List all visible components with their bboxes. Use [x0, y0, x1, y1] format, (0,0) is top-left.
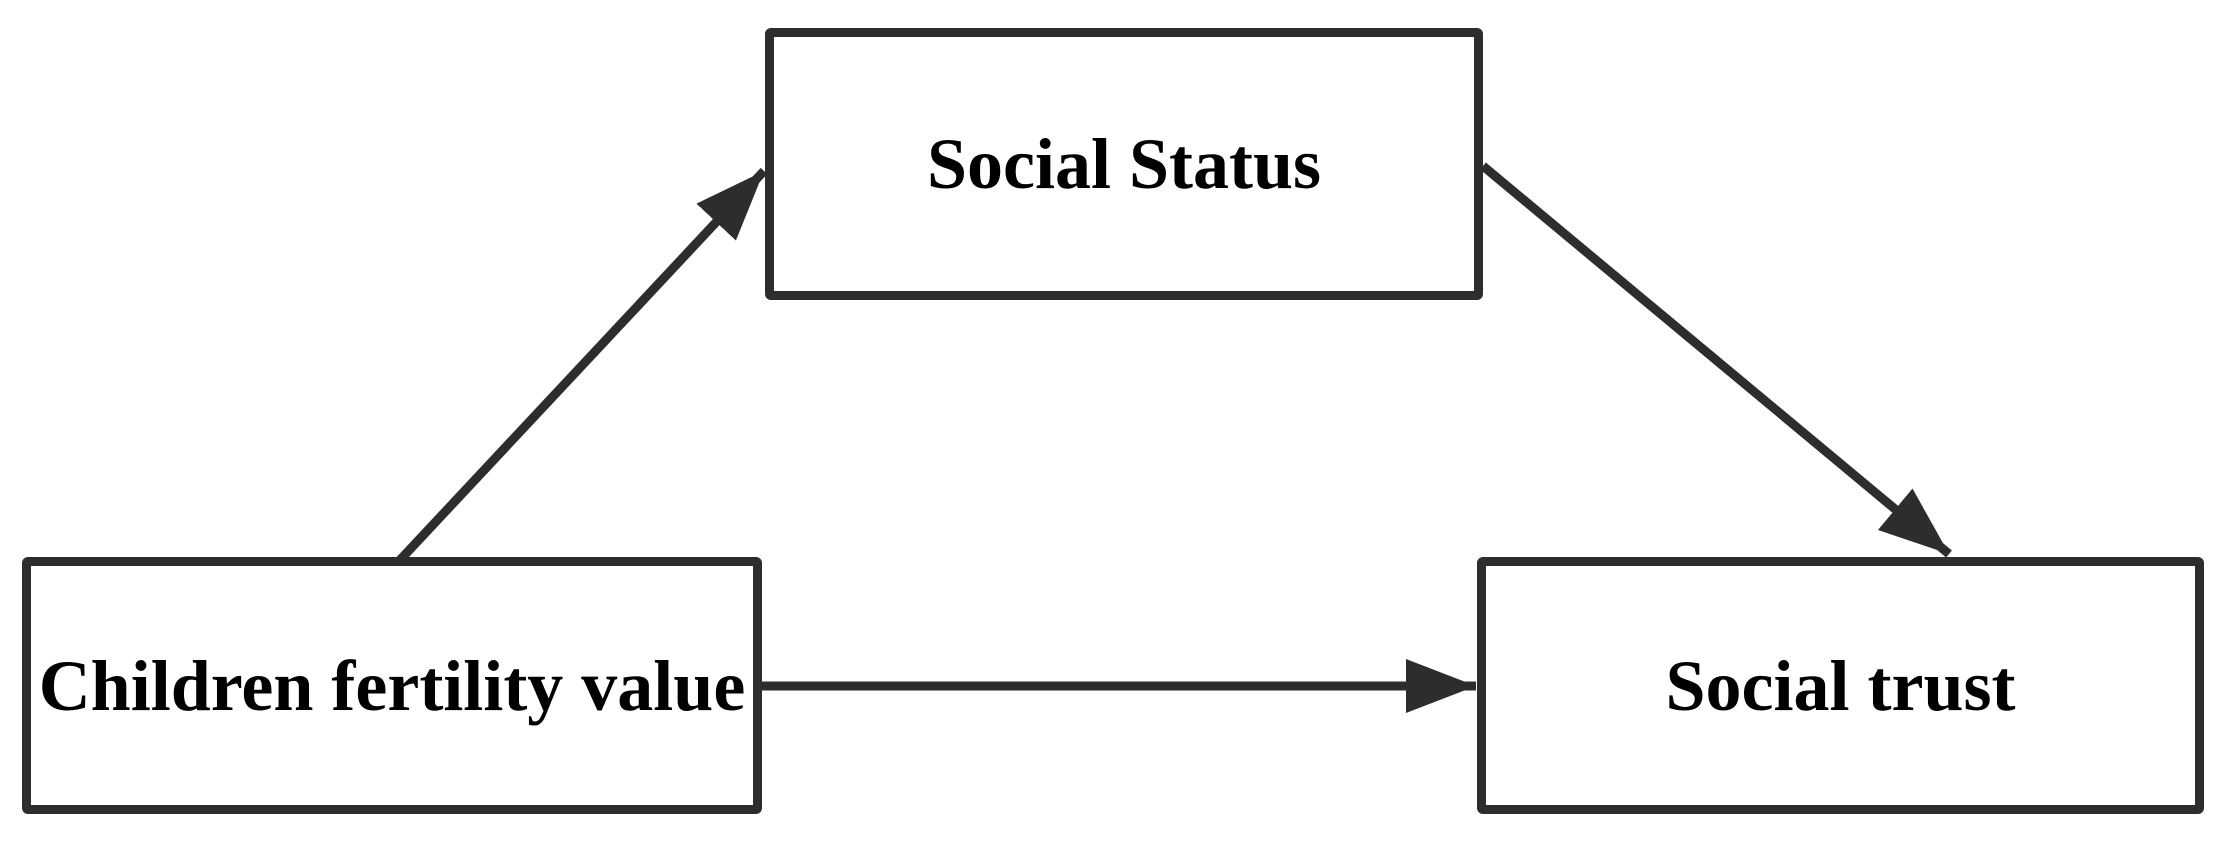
- node-social-trust: Social trust: [1477, 557, 2204, 814]
- arrow-fertility-to-status: [396, 167, 768, 564]
- node-children-fertility-value-label: Children fertility value: [38, 645, 746, 726]
- arrow-status-to-trust: [1480, 162, 1952, 558]
- node-social-trust-label: Social trust: [1665, 645, 2016, 726]
- node-social-status-label: Social Status: [926, 124, 1322, 204]
- node-children-fertility-value: Children fertility value: [22, 557, 762, 814]
- node-social-status: Social Status: [765, 28, 1483, 300]
